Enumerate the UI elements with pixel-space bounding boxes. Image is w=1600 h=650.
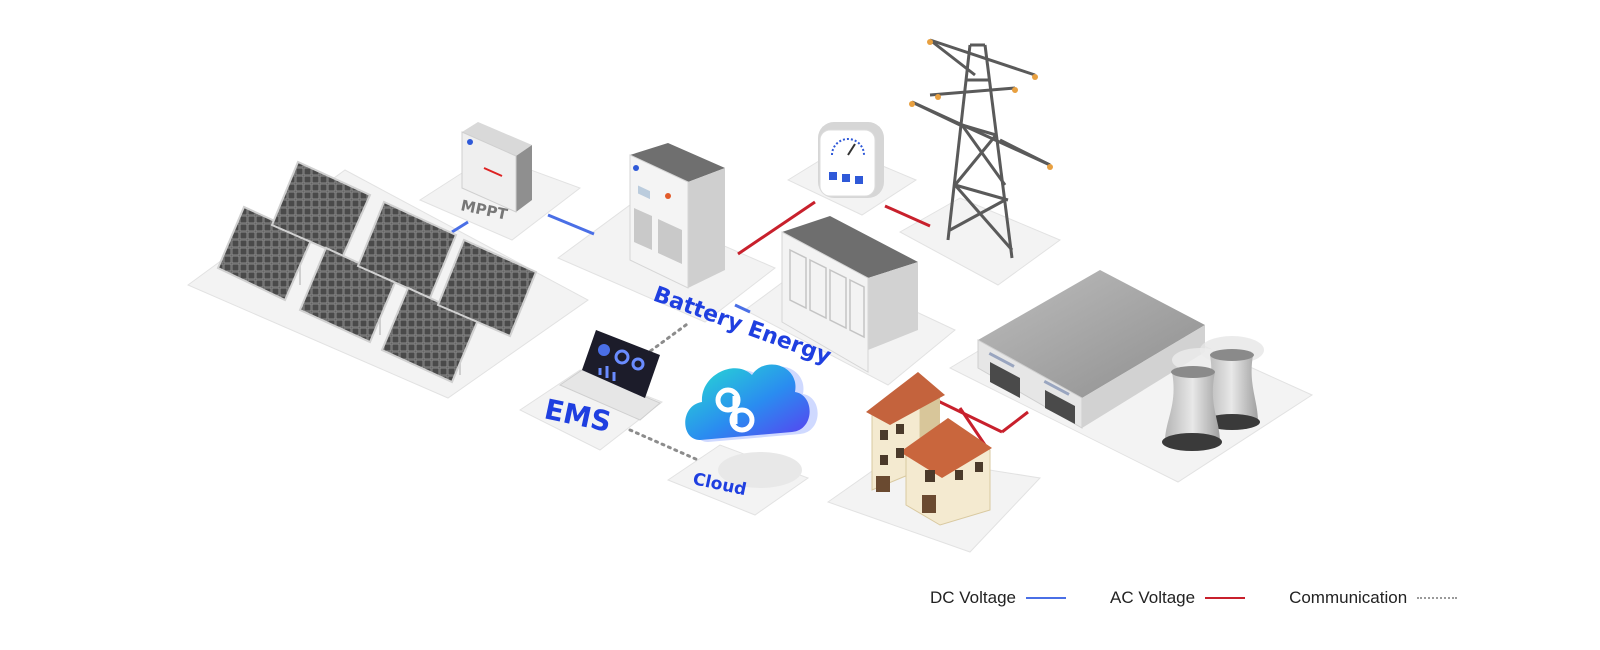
comm-line-ems-battery [643, 320, 692, 357]
factory-icon [977, 270, 1205, 429]
legend-comm-line [1417, 597, 1458, 599]
battery-container-icon [781, 216, 918, 373]
solar-panel-icon [216, 160, 538, 384]
comm-line-ems-cloud [628, 428, 700, 462]
legend-ac-line [1205, 597, 1246, 599]
dc-line-solar-mppt [451, 220, 469, 234]
laptop-icon [558, 330, 661, 421]
legend-ac-voltage: AC Voltage [1110, 588, 1246, 608]
ac-line-meter-tower [884, 204, 931, 228]
legend-ac-label: AC Voltage [1110, 588, 1196, 607]
legend-dc-label: DC Voltage [930, 588, 1016, 607]
meter-icon [818, 122, 884, 198]
house-icon [866, 372, 992, 526]
dc-line-mppt-pcs [547, 213, 595, 236]
legend-dc-voltage: DC Voltage [930, 588, 1066, 608]
legend-comm-label: Communication [1289, 588, 1408, 607]
transmission-tower-icon [909, 38, 1053, 259]
legend: DC Voltage AC Voltage Communication [930, 588, 1501, 608]
cloud-icon [685, 364, 818, 488]
ac-line-house-stub [958, 407, 987, 446]
connections [451, 200, 1029, 462]
pcs-cabinet-icon [629, 143, 725, 289]
legend-communication: Communication [1289, 588, 1458, 608]
ac-line-house-factory [1001, 410, 1029, 434]
cooling-tower-icon [1162, 336, 1264, 451]
mppt-inverter-icon [461, 122, 532, 213]
legend-dc-line [1026, 597, 1066, 599]
ac-line-pcs-meter [737, 200, 816, 256]
tower-platform [898, 197, 1062, 286]
dc-line-pcs-battery [734, 303, 751, 314]
